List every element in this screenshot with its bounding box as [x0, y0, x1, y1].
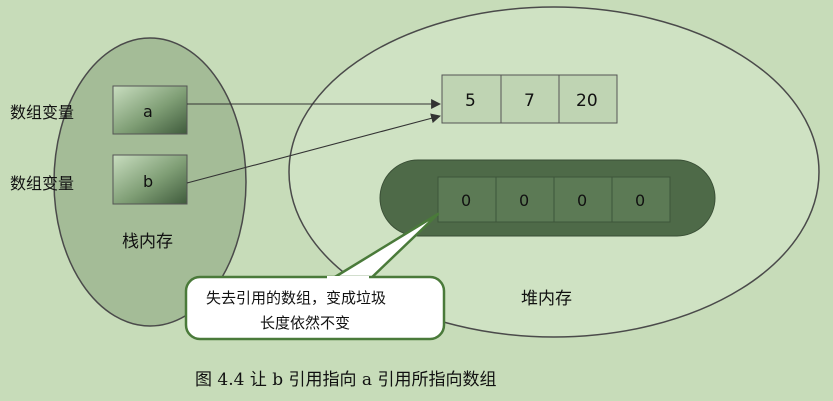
garbage-array-value: 0 — [577, 191, 587, 210]
garbage-array-cell — [495, 176, 555, 223]
garbage-array-cell — [611, 176, 671, 223]
garbage-array-value: 0 — [519, 191, 529, 210]
live-array-value: 5 — [465, 91, 476, 111]
garbage-array-value: 0 — [461, 191, 471, 210]
garbage-array-value: 0 — [635, 191, 645, 210]
variable-b-box: b — [112, 154, 188, 205]
variable-a-label: 数组变量 — [10, 103, 74, 122]
live-array: 5 7 20 — [441, 74, 618, 124]
garbage-callout: 失去引用的数组，变成垃圾 长度依然不变 — [184, 212, 446, 341]
stack-memory-title: 栈内存 — [122, 232, 173, 252]
reference-arrow-b — [186, 113, 441, 184]
live-array-cell — [558, 74, 618, 124]
figure-caption: 图 4.4 让 b 引用指向 a 引用所指向数组 — [195, 370, 496, 390]
callout-text-line1: 失去引用的数组，变成垃圾 — [206, 289, 386, 307]
live-array-value: 7 — [524, 91, 535, 111]
callout-box — [184, 275, 446, 341]
live-array-cell — [500, 74, 560, 124]
live-array-value: 20 — [576, 91, 598, 111]
variable-b-label: 数组变量 — [10, 174, 74, 193]
heap-memory-title: 堆内存 — [521, 289, 572, 309]
garbage-array: 0 0 0 0 — [379, 159, 716, 237]
callout-text-line2: 长度依然不变 — [260, 314, 350, 332]
variable-a-box: a — [112, 85, 188, 135]
garbage-array-cell — [553, 176, 613, 223]
variable-b-name: b — [143, 172, 153, 191]
variable-a-name: a — [143, 102, 153, 121]
garbage-array-cell — [437, 176, 497, 223]
